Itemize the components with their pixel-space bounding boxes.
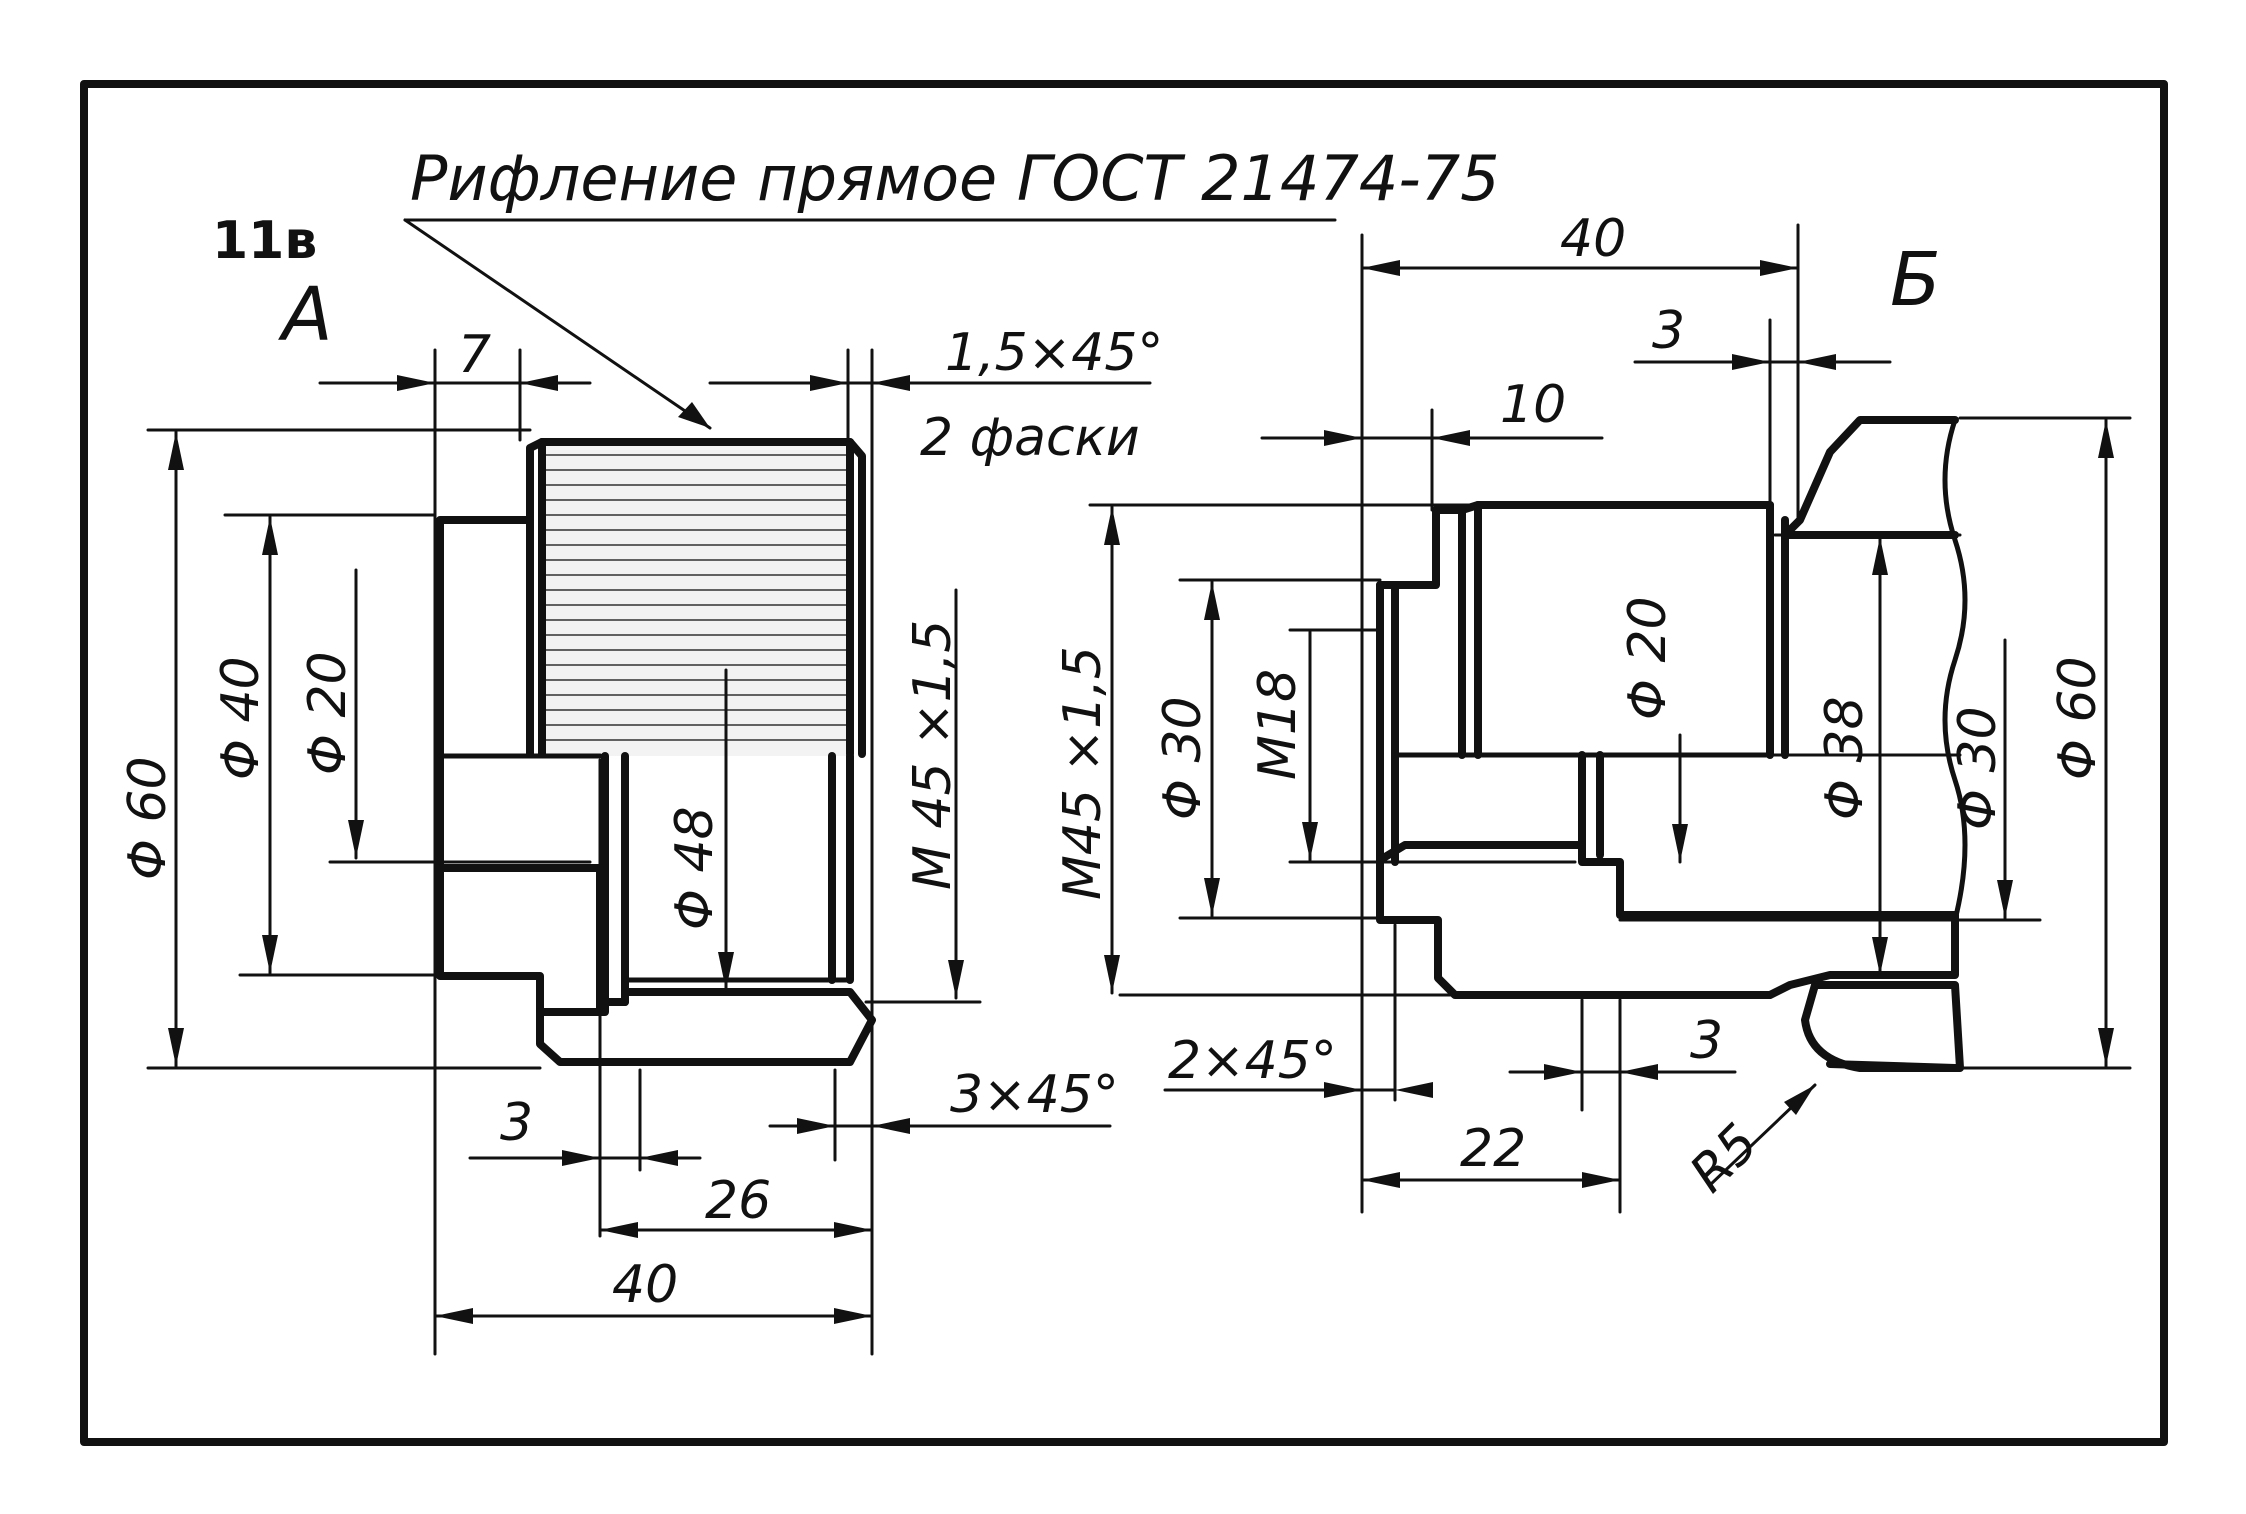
dim-a-w40: 40 — [612, 1255, 678, 1315]
dim-a-w26: 26 — [705, 1171, 771, 1231]
dim-a-d60: Φ 60 — [118, 756, 178, 880]
view-b-dim-d38: Φ 38 — [1815, 535, 1888, 977]
view-b-extension-lines — [1088, 223, 2132, 1214]
dim-b-w40: 40 — [1560, 209, 1626, 269]
knurl-note: Рифление прямое ГОСТ 21474-75 — [403, 142, 1500, 430]
dim-a-chamfer-top: 1,5×45° — [945, 323, 1163, 383]
view-a-extension-lines — [146, 348, 982, 1356]
dim-b-d38: Φ 38 — [1815, 696, 1875, 820]
view-a-dim-chamfer-bottom: 3×45° — [768, 1065, 1119, 1134]
drawing-frame — [80, 80, 2168, 1446]
view-b-dim-d20: Φ 20 — [1618, 596, 1688, 864]
view-b-dim-d30-left: Φ 30 — [1153, 580, 1220, 918]
dim-b-d20: Φ 20 — [1618, 596, 1678, 720]
dim-a-chamfer-top-count: 2 фаски — [920, 408, 1140, 468]
view-b-dim-22: 22 — [1360, 1119, 1622, 1188]
view-a-dim-3: 3 — [468, 1093, 702, 1166]
view-a-section-left — [436, 864, 604, 1016]
dim-b-w3-top: 3 — [1652, 301, 1685, 361]
dim-b-w22: 22 — [1460, 1119, 1526, 1179]
view-a-section-bottom — [536, 988, 876, 1066]
view-b-dim-chamfer: 2×45° — [1163, 1031, 1433, 1098]
figure-number: 11в — [212, 211, 317, 271]
view-a: А — [118, 272, 1163, 1356]
dim-a-w3: 3 — [500, 1093, 533, 1153]
view-b-section-main — [1376, 841, 1959, 999]
view-b-dim-thread: M45 ×1,5 — [1053, 505, 1120, 995]
knurl-note-text: Рифление прямое ГОСТ 21474-75 — [410, 142, 1500, 215]
view-b-dim-r5: R5 — [1679, 1083, 1817, 1204]
dim-a-chamfer-bottom: 3×45° — [950, 1065, 1119, 1125]
dim-a-d48: Φ 48 — [665, 806, 725, 930]
view-b-dim-d60: Φ 60 — [2048, 418, 2114, 1068]
dim-a-d40: Φ 40 — [211, 656, 271, 780]
dim-b-r5: R5 — [1679, 1113, 1770, 1204]
view-a-dim-d48: Φ 48 — [665, 668, 734, 992]
view-a-dim-26: 26 — [598, 1171, 874, 1238]
dim-a-w7: 7 — [458, 325, 491, 385]
view-b-dim-10: 10 — [1260, 375, 1604, 446]
view-a-dim-7: 7 — [318, 325, 592, 391]
view-b-dim-40: 40 — [1360, 209, 1800, 276]
knurled-surface — [546, 454, 850, 741]
dim-b-d60: Φ 60 — [2048, 656, 2108, 780]
view-a-outline — [436, 438, 866, 1006]
view-b-dim-m18: M18 — [1248, 630, 1318, 862]
dim-b-chamfer: 2×45° — [1168, 1031, 1337, 1091]
dim-b-d30-left: Φ 30 — [1153, 696, 1213, 820]
dim-a-d20: Φ 20 — [298, 651, 358, 775]
dim-b-m18: M18 — [1248, 669, 1308, 780]
view-b-dim-3-bottom: 3 — [1508, 1011, 1737, 1080]
view-a-dim-chamfer-top: 1,5×45° 2 фаски — [708, 323, 1163, 468]
dim-b-w3-bottom: 3 — [1690, 1011, 1723, 1071]
view-a-label: А — [278, 272, 333, 358]
dim-a-thread: M 45 ×1,5 — [903, 620, 963, 890]
view-a-dim-d40: Φ 40 — [211, 515, 278, 975]
dim-b-w10: 10 — [1500, 375, 1566, 435]
view-b-section-flange — [1801, 981, 1964, 1072]
view-b-outline — [1376, 416, 1968, 1072]
view-b-dim-3-top: 3 — [1633, 301, 1892, 370]
dim-b-thread: M45 ×1,5 — [1053, 646, 1113, 900]
view-b: Б — [1053, 209, 2132, 1214]
view-b-dim-d30-right: Φ 30 — [1948, 638, 2013, 920]
view-a-dim-40: 40 — [433, 1255, 874, 1324]
dim-b-d30-right: Φ 30 — [1948, 706, 2008, 830]
view-a-dim-thread: M 45 ×1,5 — [903, 588, 964, 1000]
view-b-label: Б — [1890, 237, 1941, 323]
view-a-dim-d20: Φ 20 — [298, 568, 364, 860]
view-a-dim-d60: Φ 60 — [118, 430, 184, 1068]
